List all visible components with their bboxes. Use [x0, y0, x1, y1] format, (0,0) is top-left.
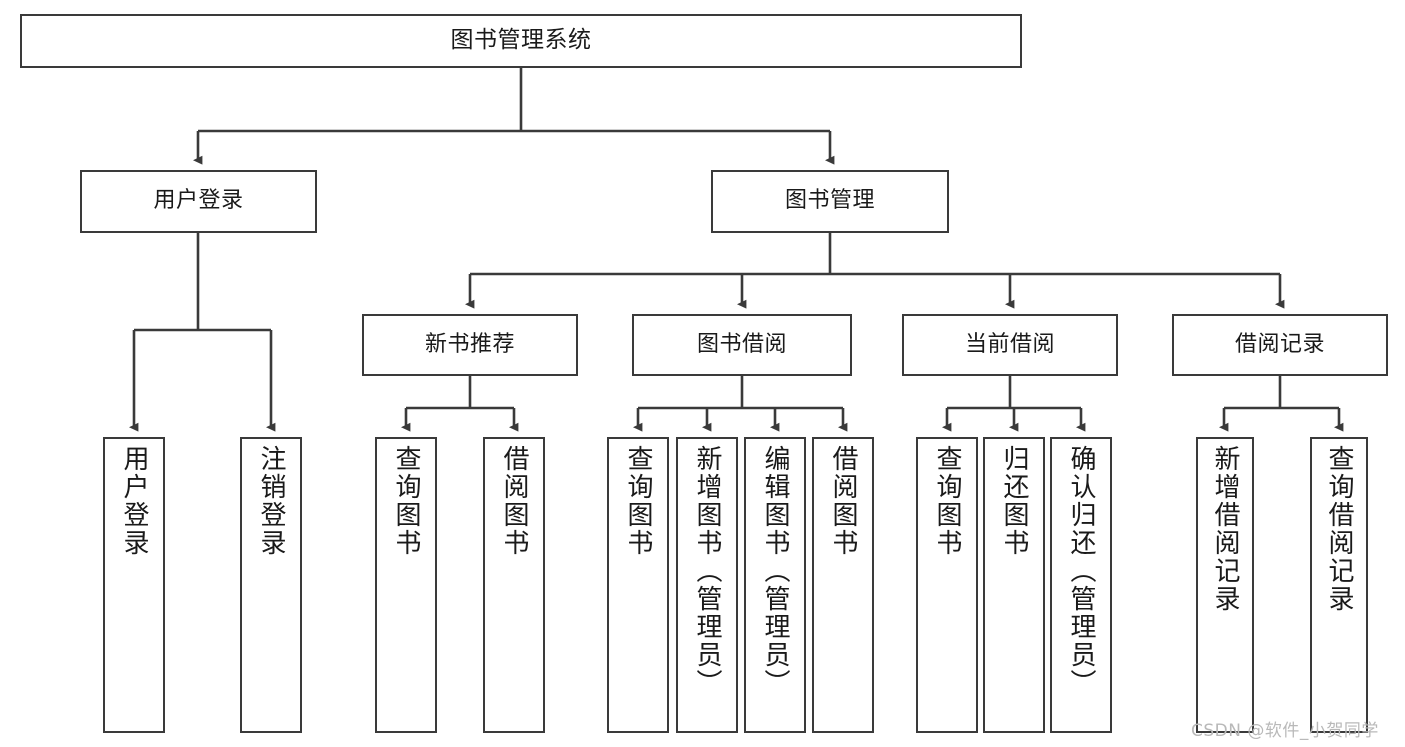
node-label: 查询图书 — [391, 445, 421, 557]
node-label: 新增借阅记录 — [1210, 445, 1240, 613]
node-leaf-return-book[interactable]: 归还图书 — [983, 437, 1045, 733]
node-label: 确认归还（管理员） — [1066, 445, 1096, 697]
node-leaf-query-book-borrow[interactable]: 查询图书 — [607, 437, 669, 733]
node-leaf-add-borrow-record[interactable]: 新增借阅记录 — [1196, 437, 1254, 733]
node-label: 借阅图书 — [499, 445, 529, 557]
node-root-book-management-system[interactable]: 图书管理系统 — [20, 14, 1022, 68]
node-leaf-user-login[interactable]: 用户登录 — [103, 437, 165, 733]
csdn-watermark: CSDN @软件_小贺同学 — [1191, 721, 1379, 741]
node-book-management[interactable]: 图书管理 — [711, 170, 949, 233]
node-label: 归还图书 — [999, 445, 1029, 557]
node-label: 用户登录 — [153, 188, 244, 214]
node-label: 用户登录 — [119, 445, 149, 557]
node-label: 新书推荐 — [424, 331, 515, 357]
node-label: 新增图书（管理员） — [692, 445, 722, 697]
node-label: 借阅图书 — [828, 445, 858, 557]
node-leaf-confirm-return-admin[interactable]: 确认归还（管理员） — [1050, 437, 1112, 733]
node-label: 图书管理系统 — [450, 27, 592, 54]
node-current-borrow[interactable]: 当前借阅 — [902, 314, 1118, 376]
node-label: 当前借阅 — [964, 331, 1055, 357]
node-leaf-borrow-book[interactable]: 借阅图书 — [812, 437, 874, 733]
node-leaf-query-book-recommend[interactable]: 查询图书 — [375, 437, 437, 733]
node-leaf-logout[interactable]: 注销登录 — [240, 437, 302, 733]
node-leaf-borrow-book-recommend[interactable]: 借阅图书 — [483, 437, 545, 733]
node-label: 查询图书 — [623, 445, 653, 557]
node-label: 编辑图书（管理员） — [760, 445, 790, 697]
node-user-login[interactable]: 用户登录 — [80, 170, 317, 233]
node-label: 图书管理 — [784, 188, 875, 214]
node-label: 查询图书 — [932, 445, 962, 557]
node-borrow-record[interactable]: 借阅记录 — [1172, 314, 1388, 376]
node-label: 图书借阅 — [696, 331, 787, 357]
node-leaf-edit-book-admin[interactable]: 编辑图书（管理员） — [744, 437, 806, 733]
node-new-book-recommend[interactable]: 新书推荐 — [362, 314, 578, 376]
node-label: 注销登录 — [256, 445, 286, 557]
node-leaf-query-borrow-record[interactable]: 查询借阅记录 — [1310, 437, 1368, 733]
node-book-borrow[interactable]: 图书借阅 — [632, 314, 852, 376]
node-label: 查询借阅记录 — [1324, 445, 1354, 613]
node-leaf-query-book-current[interactable]: 查询图书 — [916, 437, 978, 733]
node-leaf-add-book-admin[interactable]: 新增图书（管理员） — [676, 437, 738, 733]
node-label: 借阅记录 — [1234, 331, 1325, 357]
